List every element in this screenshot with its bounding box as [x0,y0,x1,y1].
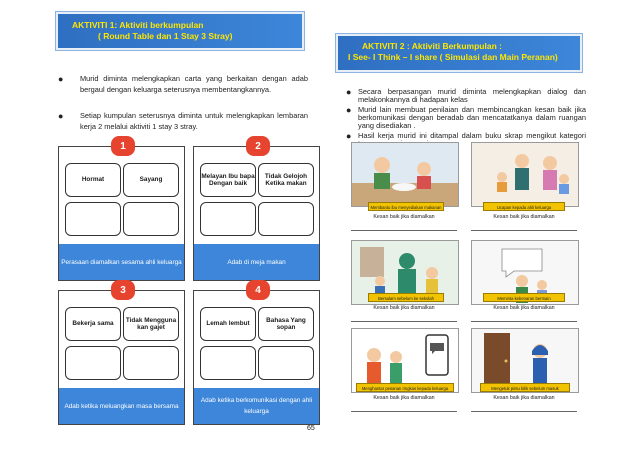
writing-line [351,230,457,231]
bullet-text: Murid lain membuat penilaian dan membinc… [358,105,586,130]
activity2-header: AKTIVITI 2 : Aktiviti Berkumpulan : I Se… [336,34,582,72]
chart-cell-empty [65,202,121,236]
chart-block-2: Melayan Ibu bapa Dengan baik Tidak Geloj… [193,146,320,281]
family-kitchen-illustration [352,143,458,206]
chart-cell-empty [258,346,314,380]
activity1-subtitle: ( Round Table dan 1 Stay 3 Stray) [98,31,233,41]
activity2-bullet-1: ●Secara berpasangan murid diminta meleng… [346,87,586,104]
chart-cell: Hormat [65,163,121,197]
scenario-caption: Ucapan kepada ahli keluarga [483,202,565,211]
activity2-bullet-2: ●Murid lain membuat penilaian dan membin… [346,105,586,130]
chart-block-1: Hormat Sayang Perasaan diamalkan sesama … [58,146,185,281]
scenario-subcaption: Kesan baik jika diamalkan [493,305,555,311]
chart-cell-empty [123,346,179,380]
scenario-caption: Bersalam sebelum ke sekolah [368,293,444,302]
chart-block-footer: Adab ketika berkomunikasi dengan ahli ke… [194,388,319,424]
chart-cell-empty [258,202,314,236]
bullet-text: Secara berpasangan murid diminta melengk… [358,87,586,104]
block-number-badge: 3 [111,280,135,300]
scenario-illustration [351,328,459,393]
family-greeting-illustration [472,143,578,206]
writing-line [471,411,577,412]
chart-block-footer: Adab di meja makan [194,244,319,280]
block-number-badge: 1 [111,136,135,156]
chart-cell: Bahasa Yang sopan [258,307,314,341]
scenario-illustration [471,328,579,393]
scenario-subcaption: Kesan baik jika diamalkan [373,395,435,401]
chart-block-4: Lemah lembut Bahasa Yang sopan Adab keti… [193,290,320,425]
activity1-bullet-1: ●Murid diminta melengkapkan carta yang b… [58,74,308,94]
scenario-subcaption: Kesan baik jika diamalkan [493,214,555,220]
chart-cell: Tidak Mengguna kan gajet [123,307,179,341]
activity1-title: AKTIVITI 1: Aktiviti berkumpulan [72,20,204,30]
scenario-caption: Membantu ibu menyediakan makanan [368,202,444,211]
chart-cell: Lemah lembut [200,307,256,341]
text-message-illustration [352,329,458,392]
chart-cell-empty [65,346,121,380]
scenario-illustration [351,142,459,207]
block-number-badge: 4 [246,280,270,300]
knocking-door-illustration [472,329,578,392]
chart-block-3: Bekerja sama Tidak Mengguna kan gajet Ad… [58,290,185,425]
page-number: 65 [307,425,315,432]
writing-line [471,321,577,322]
scenario-illustration [471,142,579,207]
chart-block-footer: Perasaan diamalkan sesama ahli keluarga [59,244,184,280]
chart-cell: Melayan Ibu bapa Dengan baik [200,163,256,197]
bullet-text: Murid diminta melengkapkan carta yang be… [80,74,308,94]
writing-line [351,321,457,322]
writing-line [471,230,577,231]
scenario-caption: Mengetuk pintu bilik sebelum masuk [480,383,570,392]
chart-cell: Sayang [123,163,179,197]
scenario-subcaption: Kesan baik jika diamalkan [373,214,435,220]
bullet-text: Setiap kumpulan seterusnya diminta untuk… [80,111,308,131]
scenario-caption: Menghantar pesanan ringkas kepada keluar… [356,383,454,392]
chart-cell-empty [200,346,256,380]
chart-cell-empty [200,202,256,236]
activity1-header: AKTIVITI 1: Aktiviti berkumpulan ( Round… [56,12,304,50]
chart-block-footer: Adab ketika meluangkan masa bersama [59,388,184,424]
writing-line [351,411,457,412]
chart-cell: Tidak Gelojoh Ketika makan [258,163,314,197]
scenario-caption: Meminta kebenaran bermain [483,293,565,302]
chart-cell: Bekerja sama [65,307,121,341]
scenario-subcaption: Kesan baik jika diamalkan [373,305,435,311]
chart-cell-empty [123,202,179,236]
activity2-subtitle: I See- I Think – I share ( Simulasi dan … [348,52,558,62]
block-number-badge: 2 [246,136,270,156]
scenario-subcaption: Kesan baik jika diamalkan [493,395,555,401]
activity1-bullet-2: ●Setiap kumpulan seterusnya diminta untu… [58,111,308,131]
activity2-title: AKTIVITI 2 : Aktiviti Berkumpulan : [362,41,502,51]
